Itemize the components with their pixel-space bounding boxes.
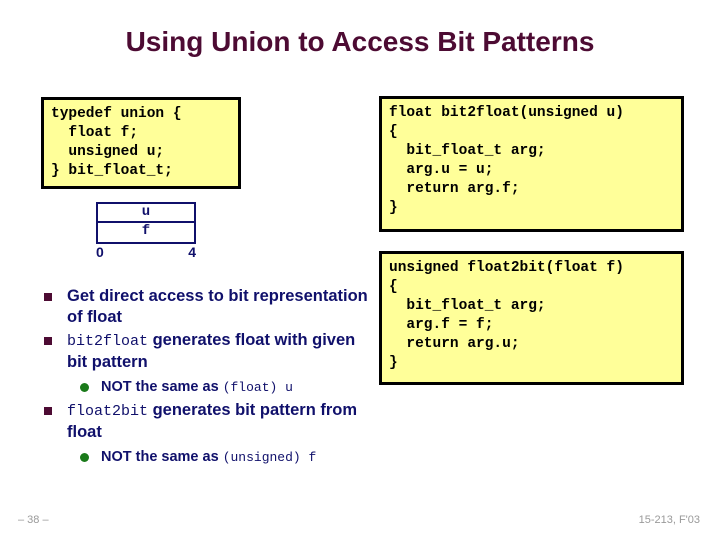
square-bullet-icon	[44, 337, 52, 345]
union-byte-offset-axis: 0 4	[96, 244, 196, 264]
square-bullet-icon	[44, 407, 52, 415]
list-item-text: generates bit pattern from float	[67, 401, 358, 441]
list-item-code: (unsigned) f	[222, 450, 317, 465]
axis-label-end: 4	[188, 244, 196, 260]
circle-bullet-icon	[80, 383, 89, 392]
union-memory-diagram: u f 0 4	[96, 202, 196, 264]
footer-slide-number: – 38 –	[18, 514, 49, 526]
code-block-bit2float: float bit2float(unsigned u) { bit_float_…	[379, 95, 684, 232]
page-title: Using Union to Access Bit Patterns	[125, 26, 595, 57]
list-item: Get direct access to bit representation …	[44, 286, 379, 328]
union-field-f-cell: f	[96, 223, 196, 244]
code-block-float2bit: unsigned float2bit(float f) { bit_float_…	[379, 250, 684, 385]
list-item: NOT the same as (unsigned) f	[44, 448, 379, 467]
list-item: bit2float generates float with given bit…	[44, 330, 379, 373]
axis-label-start: 0	[96, 244, 104, 260]
code-block-typedef-union: typedef union { float f; unsigned u; } b…	[41, 96, 241, 189]
list-item-text: NOT the same as	[101, 449, 223, 465]
list-item-text: generates float with given bit pattern	[67, 331, 356, 371]
union-field-u-cell: u	[96, 202, 196, 223]
square-bullet-icon	[44, 293, 52, 301]
list-item: float2bit generates bit pattern from flo…	[44, 400, 379, 443]
footer-course-label: 15-213, F'03	[638, 514, 700, 526]
list-item-code: bit2float	[67, 333, 149, 350]
bullet-list: Get direct access to bit representation …	[44, 286, 379, 470]
list-item: NOT the same as (float) u	[44, 378, 379, 397]
circle-bullet-icon	[80, 453, 89, 462]
list-item-text: NOT the same as	[101, 379, 223, 395]
list-item-code: float2bit	[67, 403, 149, 420]
list-item-text: Get direct access to bit representation …	[67, 287, 368, 326]
list-item-code: (float) u	[222, 380, 293, 395]
